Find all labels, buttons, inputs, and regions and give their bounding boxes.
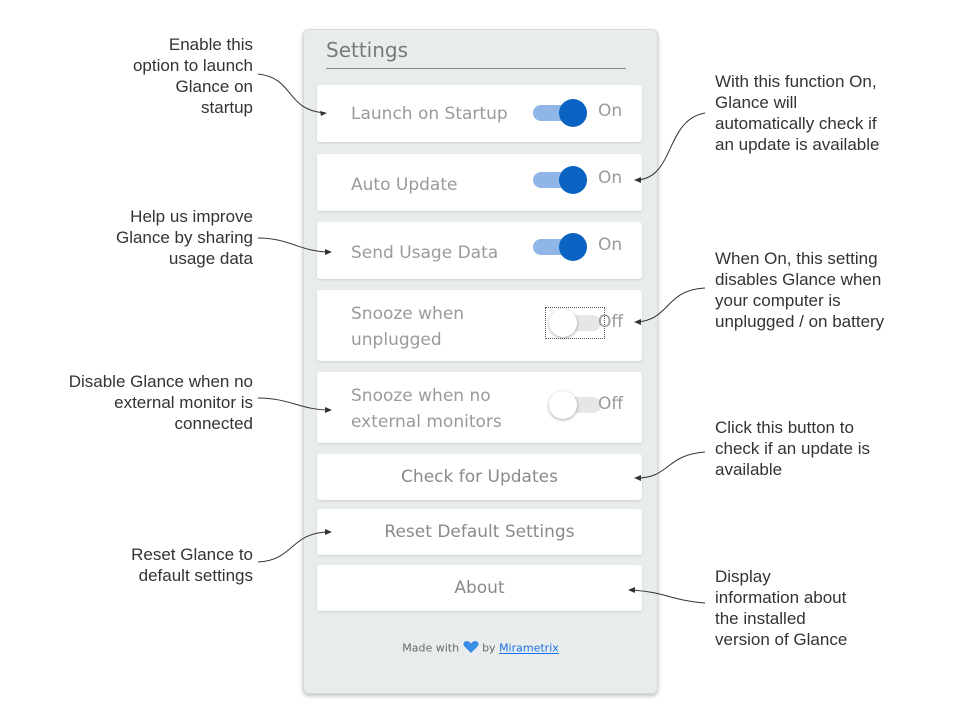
toggle-state-label: On xyxy=(598,101,623,121)
connector-reset xyxy=(257,531,331,563)
annotation-send-usage-data: Help us improve Glance by sharing usage … xyxy=(115,207,253,268)
check-for-updates-button[interactable]: Check for Updates xyxy=(317,454,642,500)
snooze-unplugged-toggle[interactable] xyxy=(545,307,605,339)
heart-icon xyxy=(463,640,479,657)
connector-usage xyxy=(257,237,331,253)
toggle-knob xyxy=(549,391,577,419)
annotation-launch-on-startup: Enable this option to launch Glance on s… xyxy=(132,35,253,117)
setting-label: Snooze when no external monitors xyxy=(351,386,502,432)
setting-launch-on-startup: Launch on Startup On xyxy=(317,85,642,142)
toggle-state-label: Off xyxy=(598,312,624,332)
auto-update-toggle[interactable] xyxy=(531,166,591,194)
connector-launch xyxy=(257,73,326,114)
title-divider xyxy=(326,68,626,69)
connector-auto-update xyxy=(636,112,706,181)
launch-on-startup-toggle[interactable] xyxy=(531,99,591,127)
setting-label: Send Usage Data xyxy=(351,243,499,263)
arrowhead xyxy=(325,529,332,535)
setting-send-usage-data: Send Usage Data On xyxy=(317,222,642,279)
setting-label: Launch on Startup xyxy=(351,104,508,124)
footer-prefix: Made with xyxy=(402,641,460,655)
setting-label: Auto Update xyxy=(351,175,458,195)
arrowhead xyxy=(628,587,635,593)
mirametrix-link[interactable]: Mirametrix xyxy=(499,641,559,655)
settings-panel: Settings Launch on Startup On Auto Updat… xyxy=(303,29,658,694)
arrowhead xyxy=(325,249,332,255)
annotation-about: Display information about the installed … xyxy=(715,567,848,649)
snooze-no-monitors-toggle[interactable] xyxy=(547,391,603,419)
connector-unplugged xyxy=(636,287,706,323)
toggle-state-label: On xyxy=(598,235,623,255)
panel-title: Settings xyxy=(326,38,409,62)
button-label: About xyxy=(454,578,505,598)
about-button[interactable]: About xyxy=(317,565,642,611)
setting-label: Snooze when unplugged xyxy=(351,304,465,350)
setting-snooze-unplugged: Snooze when unplugged Off xyxy=(317,290,642,361)
annotation-check-updates: Click this button to check if an update … xyxy=(715,418,870,479)
send-usage-data-toggle[interactable] xyxy=(531,233,591,261)
arrowhead xyxy=(325,407,332,413)
toggle-knob xyxy=(559,233,587,261)
connector-monitor xyxy=(257,397,331,411)
toggle-state-label: Off xyxy=(598,394,624,414)
annotation-snooze-unplugged: When On, this setting disables Glance wh… xyxy=(715,249,885,331)
annotation-auto-update: With this function On, Glance will autom… xyxy=(715,72,880,154)
footer: Made with by Mirametrix xyxy=(304,640,657,657)
setting-auto-update: Auto Update On xyxy=(317,154,642,211)
arrowhead xyxy=(634,177,641,183)
annotation-reset-defaults: Reset Glance to default settings xyxy=(131,545,253,585)
button-label: Check for Updates xyxy=(401,467,558,487)
toggle-knob xyxy=(559,99,587,127)
setting-snooze-no-monitors: Snooze when no external monitors Off xyxy=(317,372,642,443)
connector-about xyxy=(630,589,706,604)
reset-default-settings-button[interactable]: Reset Default Settings xyxy=(317,509,642,555)
toggle-state-label: On xyxy=(598,168,623,188)
arrowhead xyxy=(634,475,641,481)
footer-by: by xyxy=(482,641,496,655)
button-label: Reset Default Settings xyxy=(384,522,575,542)
connector-check xyxy=(636,451,706,479)
annotation-snooze-monitors: Disable Glance when no external monitor … xyxy=(68,372,253,433)
arrowhead xyxy=(634,319,641,325)
toggle-knob xyxy=(549,309,577,337)
toggle-knob xyxy=(559,166,587,194)
arrowhead xyxy=(320,111,327,116)
